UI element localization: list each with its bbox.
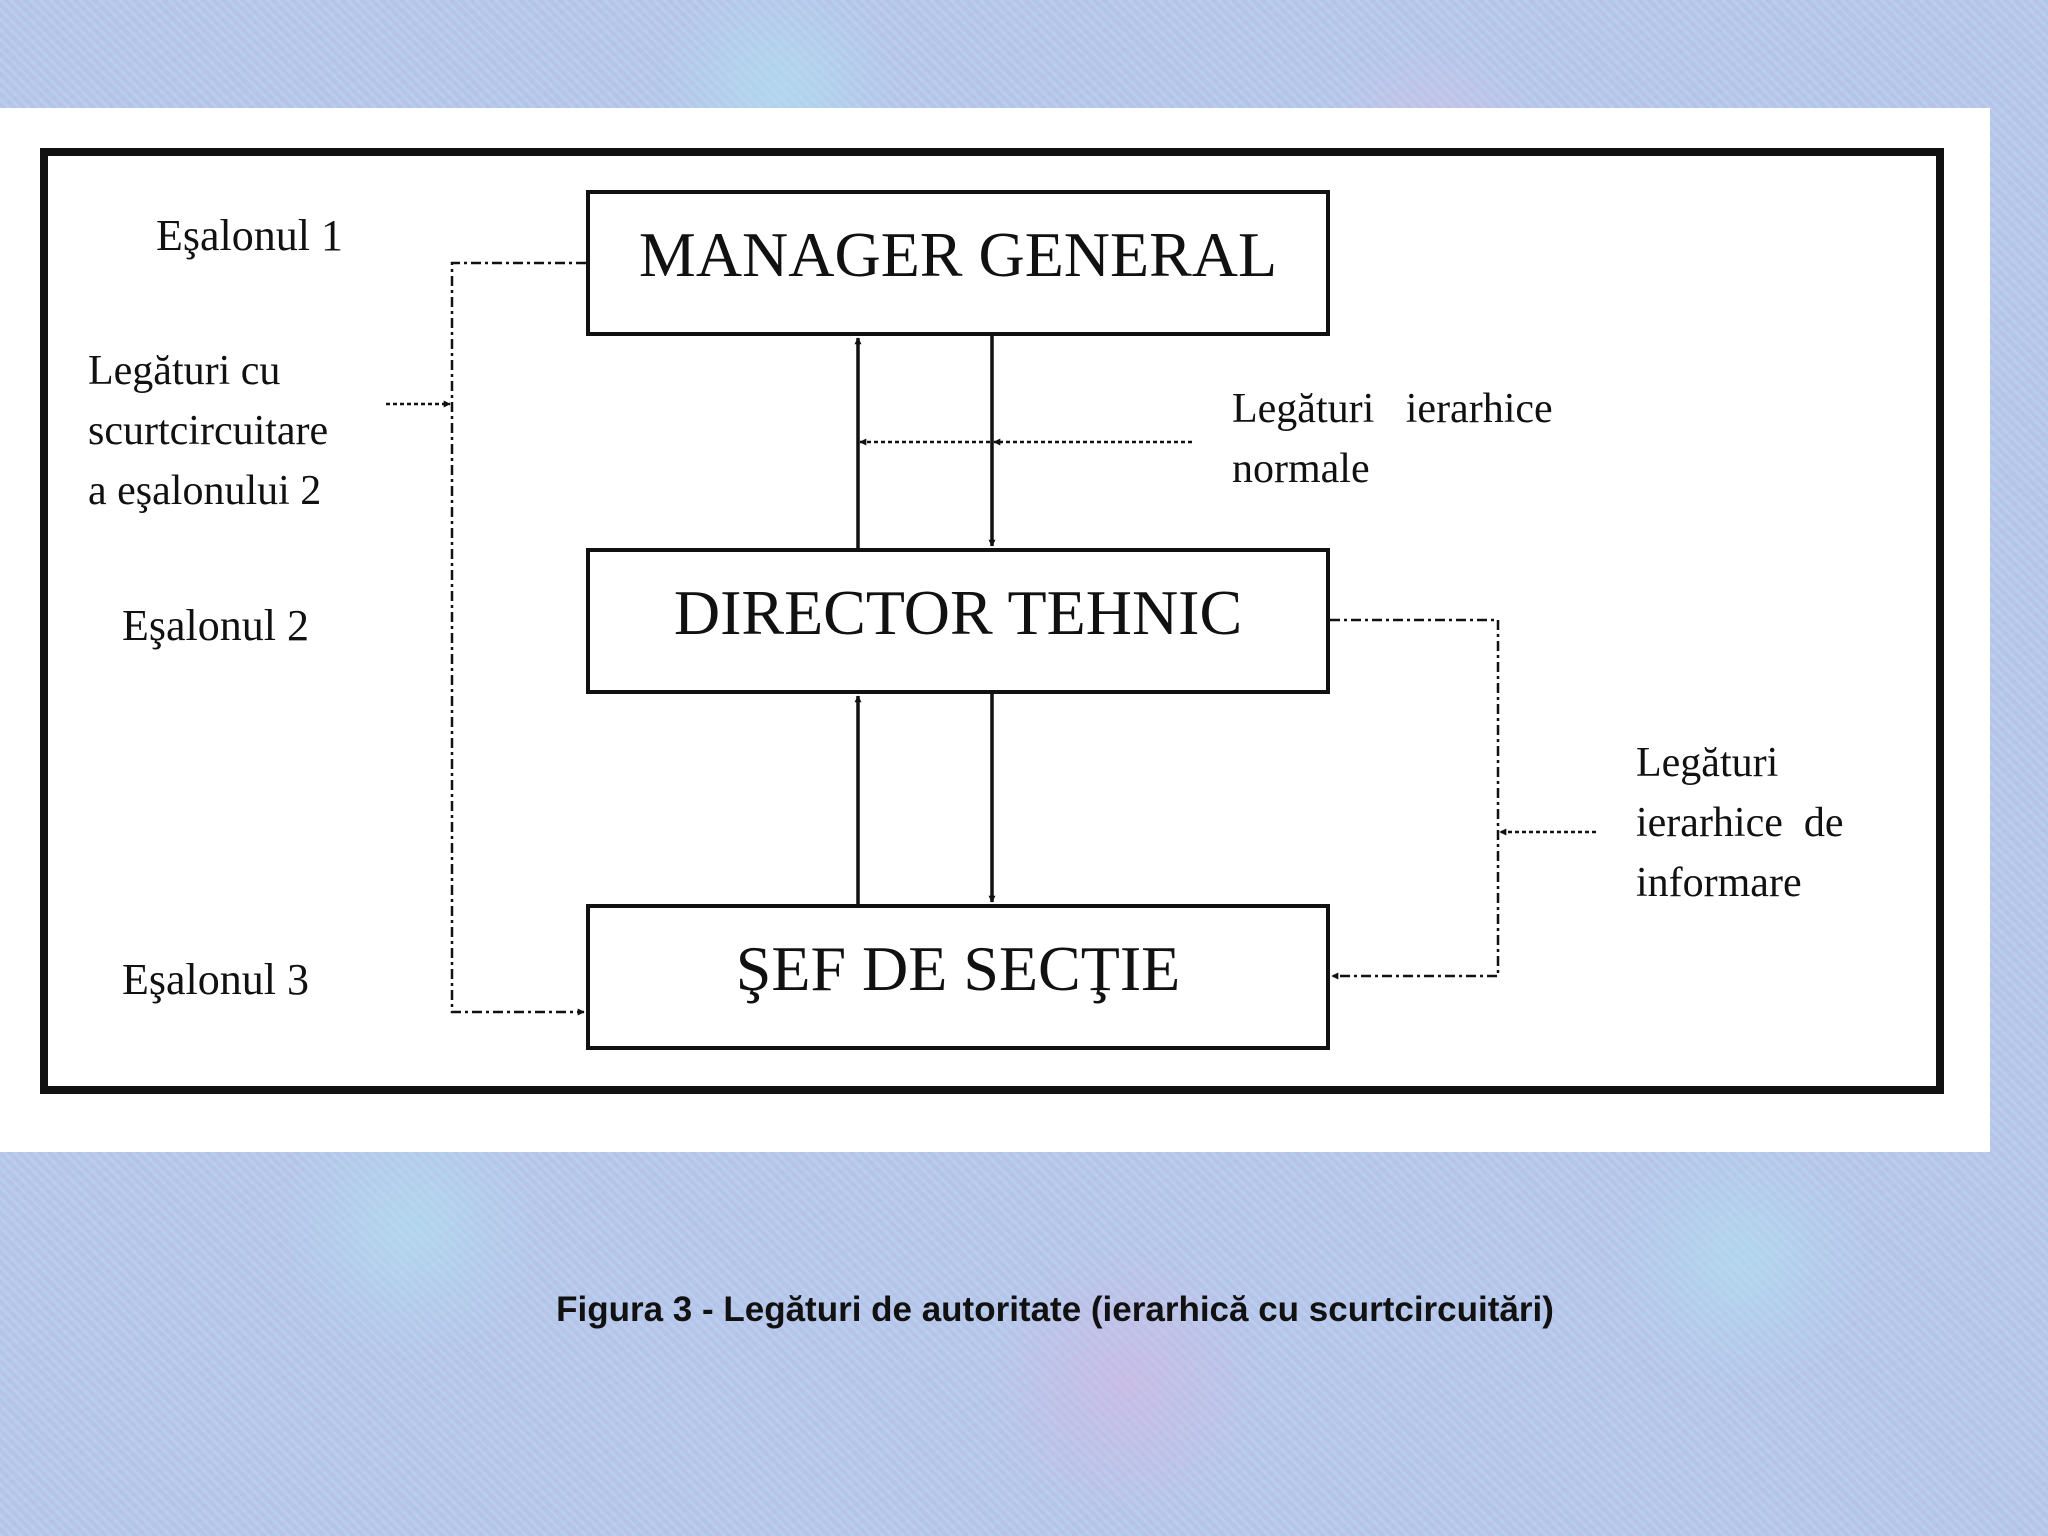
box-director-tehnic: [586, 548, 1330, 694]
annotation-information-line-3: informare: [1636, 860, 1802, 906]
box-label-sef-de-sectie: ŞEF DE SECŢIE: [736, 933, 1180, 1004]
annotation-normal-line-2: normale: [1232, 446, 1370, 492]
short-circuit-link: [450, 261, 586, 1016]
box-sef-de-sectie: [586, 904, 1330, 1050]
figure-caption: Figura 3 - Legături de autoritate (ierar…: [556, 1290, 1554, 1329]
annotation-information-line-2: ierarhice de: [1636, 800, 1844, 846]
level-label-2: Eşalonul 2: [122, 601, 309, 650]
annotation-short-circuit-line-1: Legături cu: [88, 348, 280, 394]
annotation-short-circuit-line-2: scurtcircuitare: [88, 408, 328, 454]
hierarchy-diagram: MANAGER GENERAL DIRECTOR TEHNIC ŞEF DE S…: [40, 148, 1944, 1094]
diagram-frame: [40, 148, 1944, 1094]
level-label-1: Eşalonul 1: [156, 211, 343, 260]
information-link: [1330, 618, 1500, 980]
annotation-information-line-1: Legături: [1636, 740, 1778, 786]
annotation-normal-line-1: Legături ierarhice: [1232, 386, 1553, 432]
box-label-director-tehnic: DIRECTOR TEHNIC: [674, 577, 1242, 648]
level-label-3: Eşalonul 3: [122, 955, 309, 1004]
figure-panel: MANAGER GENERAL DIRECTOR TEHNIC ŞEF DE S…: [0, 108, 1990, 1152]
box-manager-general: [586, 190, 1330, 336]
box-label-manager-general: MANAGER GENERAL: [639, 219, 1277, 290]
annotation-short-circuit-line-3: a eşalonului 2: [88, 468, 321, 514]
